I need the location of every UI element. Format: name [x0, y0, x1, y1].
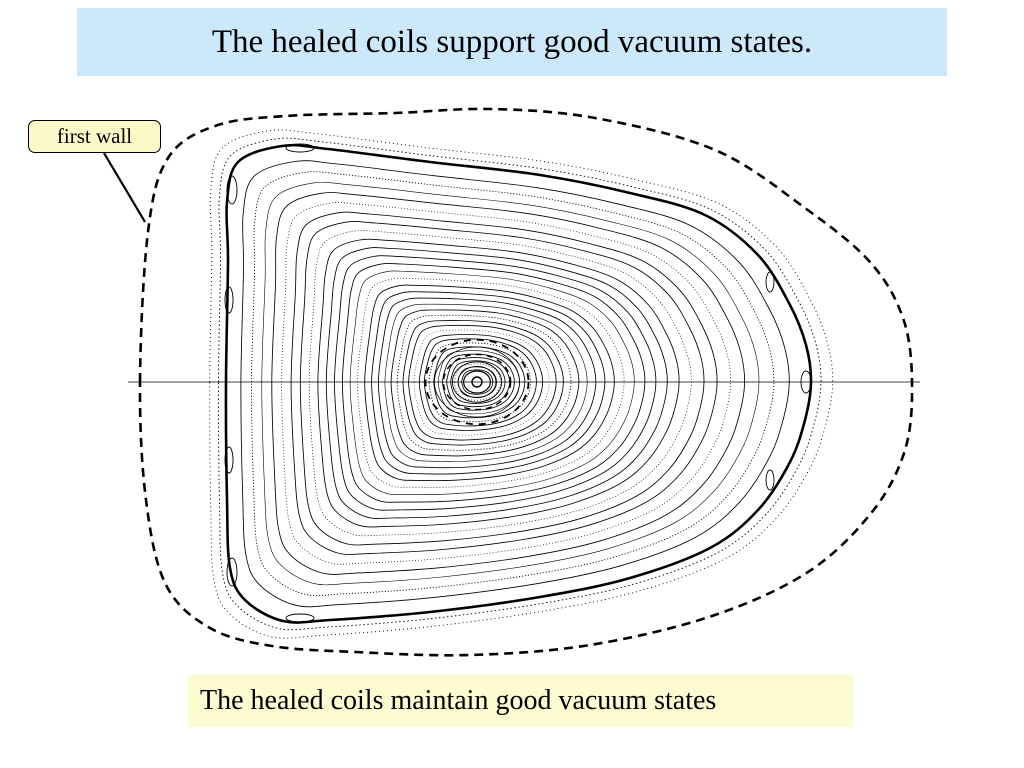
caption: The healed coils maintain good vacuum st…	[188, 675, 853, 727]
flux-surface	[299, 221, 705, 546]
flux-surfaces	[240, 160, 790, 608]
magnetic-island	[765, 469, 775, 491]
last-closed-flux-surface	[224, 143, 813, 624]
flux-surface	[334, 255, 657, 511]
flux-surface	[281, 202, 732, 565]
flux-surface	[364, 284, 615, 482]
first-wall-callout: first wall	[28, 120, 161, 153]
callout-pointer	[103, 152, 146, 223]
flux-surface	[240, 160, 790, 608]
first-wall-outline	[138, 107, 914, 657]
flux-surface	[317, 238, 680, 528]
magnetic-island	[224, 286, 234, 314]
flux-surface	[251, 171, 775, 597]
flux-surface	[396, 314, 572, 451]
edge-field-lines-outer	[209, 129, 834, 639]
title-banner: The healed coils support good vacuum sta…	[77, 8, 947, 76]
magnetic-island	[226, 557, 238, 587]
flux-surface	[349, 270, 635, 495]
slide-title: The healed coils support good vacuum sta…	[211, 23, 813, 60]
